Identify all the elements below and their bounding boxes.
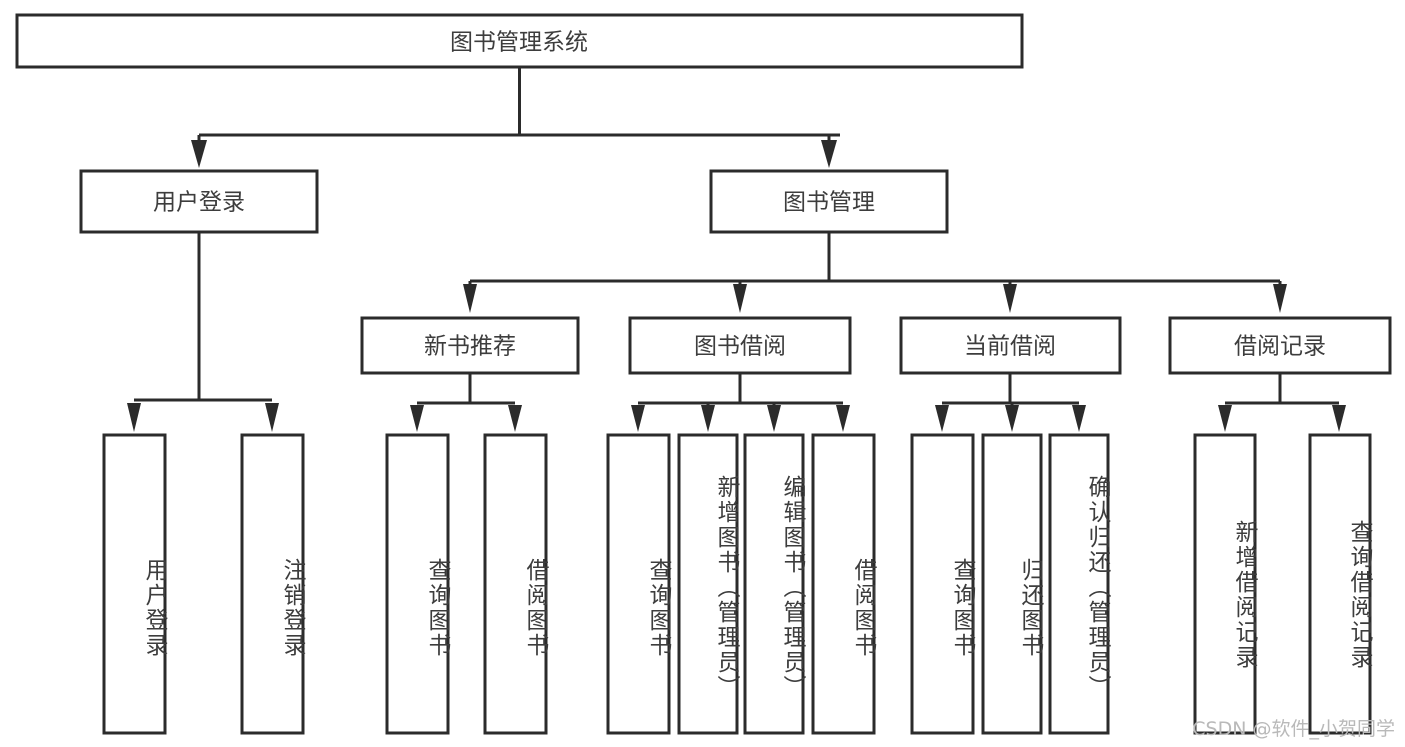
leaf-box-return-book[interactable] — [981, 433, 1043, 735]
arrow-head-current-borrow — [1003, 284, 1017, 313]
arrow-head-leaf-query-book-1 — [410, 405, 424, 432]
leaf-box-query-book-1[interactable] — [385, 433, 450, 735]
connector-group-book-borrow — [631, 373, 850, 432]
node-borrow-record-box[interactable] — [1168, 316, 1392, 375]
node-book-borrow-label: 图书借阅 — [694, 334, 786, 360]
arrow-head-new-book-rec — [463, 284, 477, 313]
leaf-box-logout[interactable] — [240, 433, 305, 735]
connector-group-book-mgmt — [463, 232, 1287, 313]
node-book-management-box[interactable] — [709, 169, 949, 234]
node-book-borrow-box[interactable] — [628, 316, 852, 375]
leaf-box-query-book-3[interactable] — [910, 433, 975, 735]
leaf-box-query-book-2[interactable] — [606, 433, 671, 735]
node-user-login[interactable]: 用户登录 — [79, 169, 319, 234]
node-new-book-recommend[interactable]: 新书推荐 — [360, 316, 580, 375]
node-new-book-recommend-box[interactable] — [360, 316, 580, 375]
node-current-borrow-label: 当前借阅 — [964, 334, 1056, 360]
connector-group-borrow-record — [1218, 373, 1346, 432]
leaf-box-add-book-admin[interactable] — [677, 433, 739, 735]
arrow-head-user-login — [191, 140, 207, 168]
leaf-box-borrow-book-2[interactable] — [811, 433, 876, 735]
arrow-head-leaf-borrow-book-1 — [508, 405, 522, 432]
arrow-head-leaf-add-book — [701, 405, 715, 432]
arrow-head-leaf-query-book-3 — [935, 405, 949, 432]
node-user-login-label: 用户登录 — [153, 190, 245, 216]
connector-group-user-login — [127, 232, 279, 432]
node-book-management-label: 图书管理 — [783, 190, 875, 216]
node-current-borrow[interactable]: 当前借阅 — [899, 316, 1122, 375]
arrow-head-leaf-return-book — [1005, 405, 1019, 432]
arrow-head-leaf-add-record — [1218, 405, 1232, 432]
arrow-head-leaf-query-book-2 — [631, 405, 645, 432]
node-borrow-record[interactable]: 借阅记录 — [1168, 316, 1392, 375]
node-current-borrow-box[interactable] — [899, 316, 1122, 375]
connector-group-current-borrow — [935, 373, 1086, 432]
leaf-box-confirm-return-admin[interactable] — [1048, 433, 1110, 735]
node-root[interactable]: 图书管理系统 — [15, 13, 1024, 69]
connector-group-root — [191, 67, 840, 168]
node-new-book-recommend-label: 新书推荐 — [424, 334, 516, 360]
arrow-head-book-borrow — [733, 284, 747, 313]
leaf-box-group — [102, 433, 1372, 735]
arrow-head-leaf-query-record — [1332, 405, 1346, 432]
node-root-box[interactable] — [15, 13, 1024, 69]
arrow-head-leaf-confirm-return — [1072, 405, 1086, 432]
connector-group-new-book-rec — [410, 373, 522, 432]
arrow-head-leaf-logout — [265, 403, 279, 432]
node-book-management[interactable]: 图书管理 — [709, 169, 949, 234]
arrow-head-leaf-user-login — [127, 403, 141, 432]
csdn-watermark: CSDN @软件_小贺同学 — [1192, 718, 1395, 740]
arrow-head-borrow-record — [1273, 284, 1287, 313]
node-root-label: 图书管理系统 — [450, 30, 588, 56]
leaf-box-query-borrow-record[interactable] — [1308, 433, 1372, 735]
node-user-login-box[interactable] — [79, 169, 319, 234]
leaf-box-edit-book-admin[interactable] — [743, 433, 805, 735]
leaf-box-borrow-book-1[interactable] — [483, 433, 548, 735]
leaf-box-user-login[interactable] — [102, 433, 167, 735]
node-borrow-record-label: 借阅记录 — [1234, 334, 1326, 360]
arrow-head-book-mgmt — [821, 140, 837, 168]
leaf-box-add-borrow-record[interactable] — [1193, 433, 1257, 735]
arrow-head-leaf-borrow-book-2 — [836, 405, 850, 432]
node-book-borrow[interactable]: 图书借阅 — [628, 316, 852, 375]
arrow-head-leaf-edit-book — [767, 405, 781, 432]
